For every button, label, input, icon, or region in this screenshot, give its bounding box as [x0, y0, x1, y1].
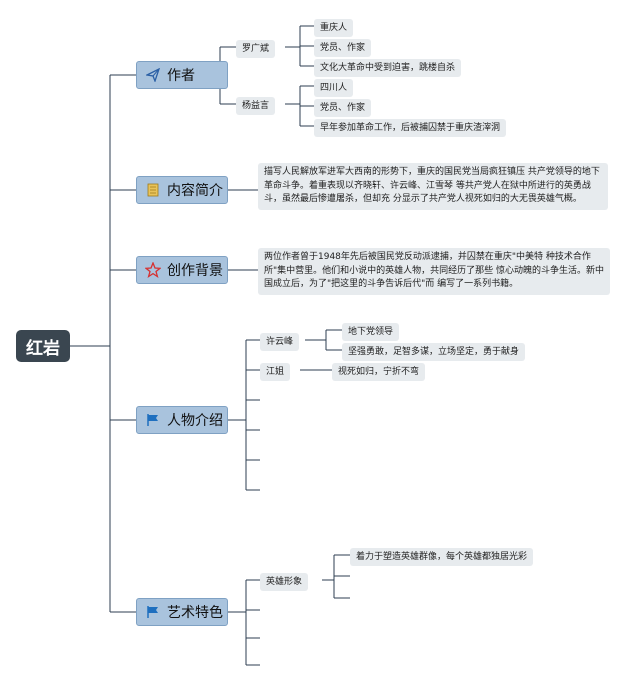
author-fact[interactable]: 党员、作家 — [314, 39, 372, 57]
branch-background-label: 创作背景 — [167, 263, 223, 279]
character-trait[interactable]: 坚强勇敢，足智多谋，立场坚定，勇于献身 — [342, 343, 526, 361]
branch-background[interactable]: 创作背景 — [136, 256, 228, 284]
author-fact[interactable]: 文化大革命中受到迫害，跳楼自杀 — [314, 59, 462, 77]
art-item[interactable]: 英雄形象 — [260, 573, 309, 591]
character-trait[interactable]: 地下党领导 — [342, 323, 400, 341]
author-name[interactable]: 罗广斌 — [236, 40, 276, 58]
branch-characters[interactable]: 人物介绍 — [136, 406, 228, 434]
root-topic[interactable]: 红岩 — [16, 330, 70, 362]
flag-icon — [145, 412, 161, 428]
paper-plane-icon — [145, 67, 161, 83]
author-fact[interactable]: 四川人 — [314, 79, 354, 97]
character-name[interactable]: 许云峰 — [260, 333, 300, 351]
author-name[interactable]: 杨益言 — [236, 97, 276, 115]
branch-author[interactable]: 作者 — [136, 61, 228, 89]
book-icon — [145, 182, 161, 198]
author-fact[interactable]: 党员、作家 — [314, 99, 372, 117]
flag-icon — [145, 604, 161, 620]
character-trait[interactable]: 视死如归，宁折不弯 — [332, 363, 426, 381]
branch-characters-label: 人物介绍 — [167, 413, 223, 429]
author-fact[interactable]: 重庆人 — [314, 19, 354, 37]
branch-art[interactable]: 艺术特色 — [136, 598, 228, 626]
character-name[interactable]: 江姐 — [260, 363, 291, 381]
summary-text[interactable]: 描写人民解放军进军大西南的形势下，重庆的国民党当局疯狂镇压 共产党领导的地下革命… — [258, 163, 608, 210]
branch-summary[interactable]: 内容简介 — [136, 176, 228, 204]
author-fact[interactable]: 早年参加革命工作，后被捕囚禁于重庆渣滓洞 — [314, 119, 507, 137]
branch-author-label: 作者 — [167, 68, 195, 84]
background-text[interactable]: 两位作者曾于1948年先后被国民党反动派逮捕，并囚禁在重庆"中美特 种技术合作所… — [258, 248, 610, 295]
star-icon — [145, 262, 161, 278]
branch-art-label: 艺术特色 — [167, 605, 223, 621]
art-detail[interactable]: 着力于塑造英雄群像，每个英雄都独居光彩 — [350, 548, 534, 566]
branch-summary-label: 内容简介 — [167, 183, 223, 199]
